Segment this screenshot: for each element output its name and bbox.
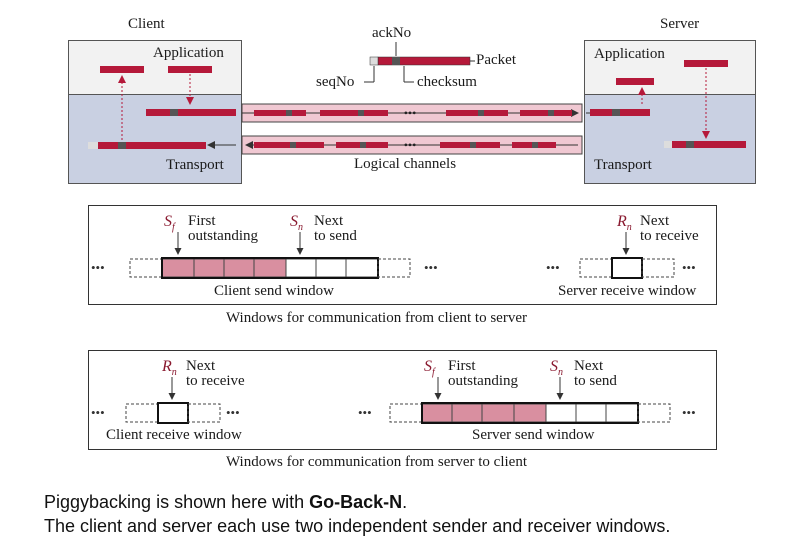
server-transport-label: Transport: [594, 157, 652, 173]
server-send-window: ••• •••: [358, 377, 696, 424]
channel1-packets: [254, 110, 572, 116]
client-app-label: Application: [153, 45, 224, 61]
svg-text:•••: •••: [91, 260, 105, 275]
svg-text:•••: •••: [91, 405, 105, 420]
server-send-window-label: Server send window: [472, 427, 595, 443]
channel1-ellipsis: •••: [404, 106, 417, 120]
logical-channels-label: Logical channels: [354, 156, 457, 172]
c2s-caption: Windows for communication from client to…: [226, 310, 527, 326]
svg-text:•••: •••: [546, 260, 560, 275]
description-line-2: The client and server each use two indep…: [44, 516, 671, 536]
checksum-label: checksum: [417, 74, 477, 90]
s2c-caption: Windows for communication from server to…: [226, 454, 527, 470]
s2c-sn-symbol: Sn: [550, 358, 563, 379]
svg-text:•••: •••: [226, 405, 240, 420]
svg-text:•••: •••: [424, 260, 438, 275]
server-to-client-panel: [88, 350, 717, 450]
channel2-packets: [254, 142, 556, 148]
client-receive-window-label: Client receive window: [106, 427, 242, 443]
svg-text:•••: •••: [682, 260, 696, 275]
server-app-area: [585, 41, 755, 95]
s2c-window-graphics: ••• ••• ••• •••: [91, 377, 696, 424]
svg-text:•••: •••: [682, 405, 696, 420]
c2s-rn-symbol: Rn: [617, 213, 632, 234]
s2c-rn-symbol: Rn: [162, 358, 177, 379]
client-receive-window: ••• •••: [91, 377, 240, 424]
go-back-n-term: Go-Back-N: [309, 492, 403, 512]
c2s-sf-symbol: Sf: [164, 213, 175, 234]
seqno-label: seqNo: [316, 74, 355, 90]
server-title: Server: [660, 16, 700, 32]
client-transport-label: Transport: [166, 157, 224, 173]
svg-text:•••: •••: [358, 405, 372, 420]
ackno-label: ackNo: [372, 25, 412, 41]
server-app-label: Application: [594, 46, 665, 62]
client-to-server-panel: [88, 205, 717, 305]
client-title: Client: [128, 16, 165, 32]
client-send-window: ••• •••: [91, 232, 438, 279]
description-line-1: Piggybacking is shown here with Go-Back-…: [44, 492, 408, 512]
server-internal-packets: [586, 60, 746, 148]
server-receive-window-label: Server receive window: [558, 283, 697, 299]
client-internal-packets: [88, 66, 236, 149]
server-receive-window: ••• •••: [546, 232, 696, 279]
c2s-sn-symbol: Sn: [290, 213, 303, 234]
channel2-ellipsis: •••: [404, 138, 417, 152]
s2c-sf-symbol: Sf: [424, 358, 435, 379]
c2s-window-graphics: ••• ••• ••• •••: [91, 232, 696, 279]
client-send-window-label: Client send window: [214, 283, 334, 299]
packet-label: Packet: [476, 52, 516, 68]
client-app-area: [69, 41, 241, 95]
packet-legend: [364, 42, 475, 83]
top-figure-graphics: ••• •••: [88, 42, 746, 155]
